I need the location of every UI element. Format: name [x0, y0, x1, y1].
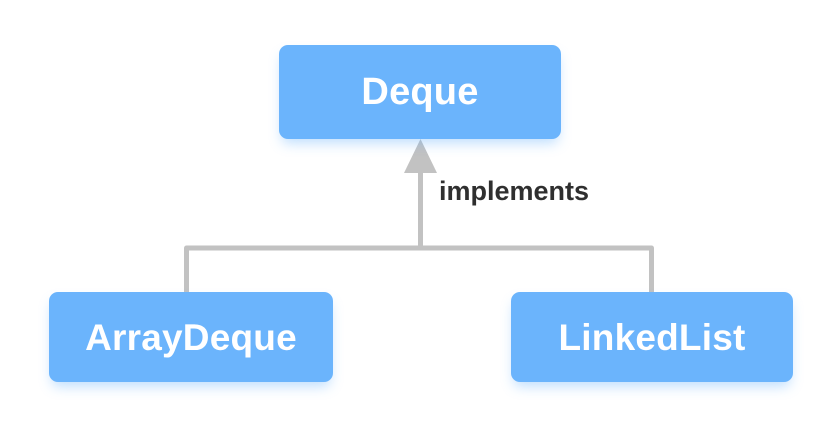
class-node-linkedlist[interactable]: LinkedList — [511, 292, 793, 382]
class-node-linkedlist-label: LinkedList — [558, 316, 746, 358]
class-node-deque[interactable]: Deque — [279, 45, 561, 139]
class-node-deque-label: Deque — [361, 71, 479, 113]
class-node-arraydeque-label: ArrayDeque — [85, 316, 297, 358]
relationship-label-implements: implements — [439, 176, 590, 206]
class-node-arraydeque[interactable]: ArrayDeque — [49, 292, 333, 382]
generalization-arrow-icon — [404, 139, 437, 173]
